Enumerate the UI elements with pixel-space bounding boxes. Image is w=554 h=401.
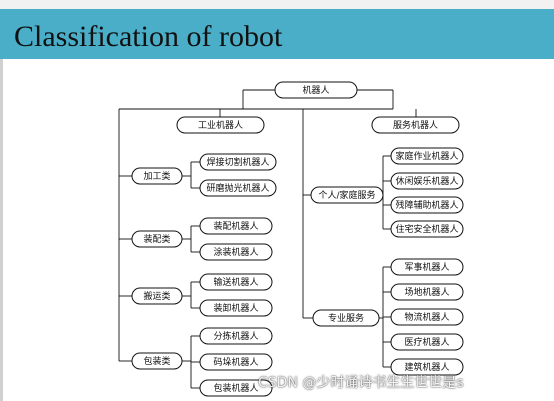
node-grinding: 研磨抛光机器人 <box>199 179 277 197</box>
node-box <box>199 299 273 317</box>
node-field: 场地机器人 <box>390 283 464 301</box>
node-label: 服务机器人 <box>393 119 438 131</box>
node-box <box>312 309 380 327</box>
node-label: 输送机器人 <box>213 276 258 288</box>
node-palletizing: 码垛机器人 <box>199 353 273 371</box>
node-box <box>199 353 273 371</box>
node-root: 机器人 <box>274 81 358 99</box>
node-industrial: 工业机器人 <box>176 116 265 134</box>
node-box <box>199 243 273 261</box>
node-service: 服务机器人 <box>371 116 460 134</box>
node-label: 研磨抛光机器人 <box>206 182 269 194</box>
node-label: 家庭作业机器人 <box>395 150 458 162</box>
title-banner: Classification of robot <box>0 9 554 59</box>
node-label: 分拣机器人 <box>213 330 258 342</box>
node-label: 专业服务 <box>328 312 364 324</box>
node-label: 加工类 <box>143 170 170 182</box>
node-box <box>199 327 273 345</box>
node-security: 住宅安全机器人 <box>390 220 464 238</box>
node-medical: 医疗机器人 <box>390 333 464 351</box>
node-label: 焊接切割机器人 <box>206 156 269 168</box>
node-label: 医疗机器人 <box>404 336 449 348</box>
tree-connectors <box>118 89 417 389</box>
node-label: 搬运类 <box>143 290 170 302</box>
node-label: 军事机器人 <box>404 261 449 273</box>
node-label: 建筑机器人 <box>404 361 449 373</box>
node-box <box>390 258 464 276</box>
node-label: 装配类 <box>143 233 170 245</box>
node-label: 包装机器人 <box>213 382 258 394</box>
node-box <box>131 352 183 370</box>
node-box <box>199 273 273 291</box>
left-border <box>0 59 3 401</box>
node-sorting: 分拣机器人 <box>199 327 273 345</box>
node-box <box>199 153 277 171</box>
node-personal: 个人/家庭服务 <box>310 186 384 204</box>
node-box <box>390 220 464 238</box>
node-box <box>131 230 183 248</box>
node-unloading: 装卸机器人 <box>199 299 273 317</box>
node-label: 场地机器人 <box>404 286 449 298</box>
csdn-watermark: CSDN @少时诵诗书生生世世是s <box>258 375 464 391</box>
node-box <box>310 186 384 204</box>
node-box <box>390 147 464 165</box>
node-painting: 涂装机器人 <box>199 243 273 261</box>
node-box <box>390 333 464 351</box>
node-processing: 加工类 <box>131 167 183 185</box>
node-label: 装配机器人 <box>213 220 258 232</box>
node-box <box>176 116 265 134</box>
node-label: 涂装机器人 <box>213 246 258 258</box>
node-disability: 残障辅助机器人 <box>390 196 464 214</box>
node-label: 休闲娱乐机器人 <box>395 175 458 187</box>
node-assembly-class: 装配类 <box>131 230 183 248</box>
node-box <box>390 358 464 376</box>
node-box <box>199 179 277 197</box>
node-assembly: 装配机器人 <box>199 217 273 235</box>
node-construction: 建筑机器人 <box>390 358 464 376</box>
node-box <box>199 379 273 397</box>
slide-title: Classification of robot <box>14 20 283 53</box>
node-packaging-class: 包装类 <box>131 352 183 370</box>
node-label: 包装类 <box>143 355 170 367</box>
node-professional: 专业服务 <box>312 309 380 327</box>
node-box <box>390 308 464 326</box>
node-label: 住宅安全机器人 <box>395 223 458 235</box>
node-box <box>199 217 273 235</box>
node-label: 工业机器人 <box>198 119 243 131</box>
node-handling-class: 搬运类 <box>131 287 183 305</box>
node-label: 残障辅助机器人 <box>395 199 458 211</box>
node-packaging: 包装机器人 <box>199 379 273 397</box>
node-label: 装卸机器人 <box>213 302 258 314</box>
node-label: 码垛机器人 <box>213 356 258 368</box>
node-box <box>274 81 358 99</box>
node-box <box>390 172 464 190</box>
node-box <box>390 283 464 301</box>
node-box <box>131 287 183 305</box>
node-leisure: 休闲娱乐机器人 <box>390 172 464 190</box>
node-military: 军事机器人 <box>390 258 464 276</box>
node-box <box>371 116 460 134</box>
node-box <box>131 167 183 185</box>
node-label: 物流机器人 <box>404 311 449 323</box>
node-conveying: 输送机器人 <box>199 273 273 291</box>
node-logistics: 物流机器人 <box>390 308 464 326</box>
node-label: 机器人 <box>302 84 329 96</box>
window-top-strip <box>0 0 554 9</box>
node-household: 家庭作业机器人 <box>390 147 464 165</box>
node-welding: 焊接切割机器人 <box>199 153 277 171</box>
node-box <box>390 196 464 214</box>
node-label: 个人/家庭服务 <box>318 189 375 201</box>
